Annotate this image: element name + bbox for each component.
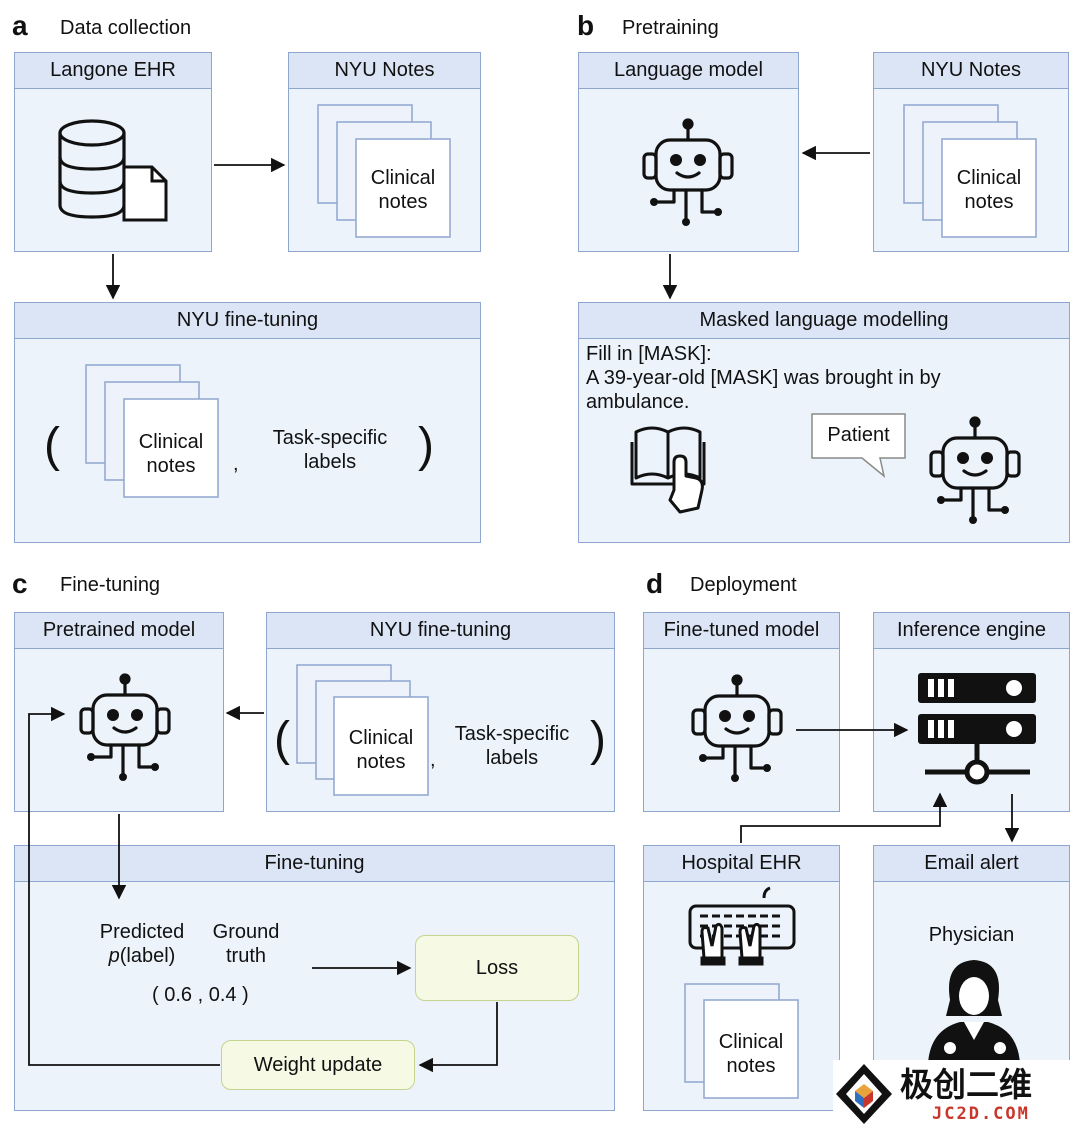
hospital-ehr-box: Hospital EHR: [643, 845, 840, 1111]
task-labels-c: Task-specific labels: [436, 722, 588, 770]
mask-line3: ambulance.: [586, 391, 690, 413]
panel-d-letter: d: [646, 568, 664, 599]
clinical-notes-line1: Clinical: [138, 431, 204, 453]
panel-c-title: Fine-tuning: [60, 574, 161, 596]
clinical-notes-line1: Clinical: [348, 727, 414, 749]
panel-b-title: Pretraining: [622, 17, 719, 39]
hospital-ehr-header: Hospital EHR: [644, 846, 839, 882]
panel-a-letter: a: [12, 10, 28, 41]
inference-engine-header: Inference engine: [874, 613, 1069, 649]
open-paren-a: (: [44, 419, 60, 472]
panel-b-letter: b: [577, 10, 595, 41]
mask-line1: Fill in [MASK]:: [586, 343, 712, 365]
clinical-notes-label-b: Clinical notes: [942, 166, 1036, 214]
clinical-notes-label-d: Clinical notes: [704, 1030, 798, 1078]
task-labels-a: Task-specific labels: [252, 426, 408, 474]
mask-line2: A 39-year-old [MASK] was brought in by: [586, 367, 941, 389]
watermark-site: JC2D.COM: [932, 1104, 1030, 1124]
database-icon: [58, 119, 126, 219]
task-labels-line2: labels: [303, 451, 357, 473]
panel-c-letter: c: [12, 568, 28, 599]
clinical-notes-label-c: Clinical notes: [334, 726, 428, 774]
close-paren-a: ): [418, 419, 434, 472]
loss-box: Loss: [415, 935, 579, 1001]
keyboard-icon: [688, 886, 796, 966]
patient-answer: Patient: [827, 424, 890, 446]
clinical-notes-line1: Clinical: [956, 167, 1022, 189]
clinical-notes-label-a2: Clinical notes: [124, 430, 218, 478]
watermark-brand: 极创二维: [900, 1066, 1032, 1103]
document-icon: [122, 165, 168, 222]
task-labels-line1: Task-specific: [272, 427, 388, 449]
language-model-box: Language model: [578, 52, 799, 252]
task-labels-line2: labels: [485, 747, 539, 769]
email-alert-header: Email alert: [874, 846, 1069, 882]
nyu-finetuning-box-a: NYU fine-tuning: [14, 302, 481, 543]
mask-prompt: Fill in [MASK]: A 39-year-old [MASK] was…: [586, 342, 1056, 414]
ground-line2: truth: [225, 945, 267, 967]
panel-a-title: Data collection: [60, 17, 192, 39]
clinical-notes-line2: notes: [378, 191, 428, 213]
nyu-finetuning-header-c: NYU fine-tuning: [267, 613, 614, 649]
predicted-line1: Predicted: [99, 921, 185, 943]
predicted-line2-rest: (label): [119, 945, 176, 967]
clinical-notes-label-a: Clinical notes: [356, 166, 450, 214]
pretrained-model-box: Pretrained model: [14, 612, 224, 812]
nyu-notes-header-b: NYU Notes: [874, 53, 1068, 89]
langone-ehr-box: Langone EHR: [14, 52, 212, 252]
arrows: [28, 145, 1020, 1073]
finetuned-model-box: Fine-tuned model: [643, 612, 840, 812]
predicted-p: p: [108, 945, 120, 967]
close-paren-c: ): [590, 713, 606, 766]
nyu-finetuning-header-a: NYU fine-tuning: [15, 303, 480, 339]
robot-icon-lm: [642, 118, 734, 228]
language-model-header: Language model: [579, 53, 798, 89]
robot-icon-pretrained: [79, 673, 171, 783]
clinical-notes-line2: notes: [356, 751, 406, 773]
langone-ehr-header: Langone EHR: [15, 53, 211, 89]
watermark-logo: [833, 1060, 1080, 1129]
prediction-values: ( 0.6 , 0.4 ): [152, 984, 249, 1006]
clinical-notes-line2: notes: [964, 191, 1014, 213]
clinical-notes-line2: notes: [146, 455, 196, 477]
weight-update-box: Weight update: [221, 1040, 415, 1090]
nyu-notes-header-a: NYU Notes: [289, 53, 480, 89]
open-paren-c: (: [274, 713, 290, 766]
clinical-notes-line2: notes: [726, 1055, 776, 1077]
finetuned-model-header: Fine-tuned model: [644, 613, 839, 649]
physician-icon: [928, 960, 1020, 1064]
predicted-line2: p(label): [88, 944, 196, 968]
finetuning-header: Fine-tuning: [15, 846, 614, 882]
ground-truth-label: Ground truth: [196, 920, 296, 968]
book-icon: [630, 426, 706, 514]
mlm-header: Masked language modelling: [579, 303, 1069, 339]
comma-a: ,: [233, 453, 239, 475]
comma-c: ,: [430, 749, 436, 771]
ground-line1: Ground: [212, 921, 280, 943]
task-labels-line1: Task-specific: [454, 723, 570, 745]
robot-icon-finetuned: [691, 674, 783, 784]
predicted-label: Predicted p(label): [88, 920, 196, 968]
physician-label: Physician: [928, 924, 1015, 946]
panel-d-title: Deployment: [690, 574, 797, 596]
clinical-notes-line1: Clinical: [718, 1031, 784, 1053]
server-icon: [918, 673, 1036, 785]
clinical-notes-line1: Clinical: [370, 167, 436, 189]
robot-icon-mlm: [929, 416, 1021, 526]
pretrained-model-header: Pretrained model: [15, 613, 223, 649]
speech-bubble-icon: [811, 413, 906, 478]
